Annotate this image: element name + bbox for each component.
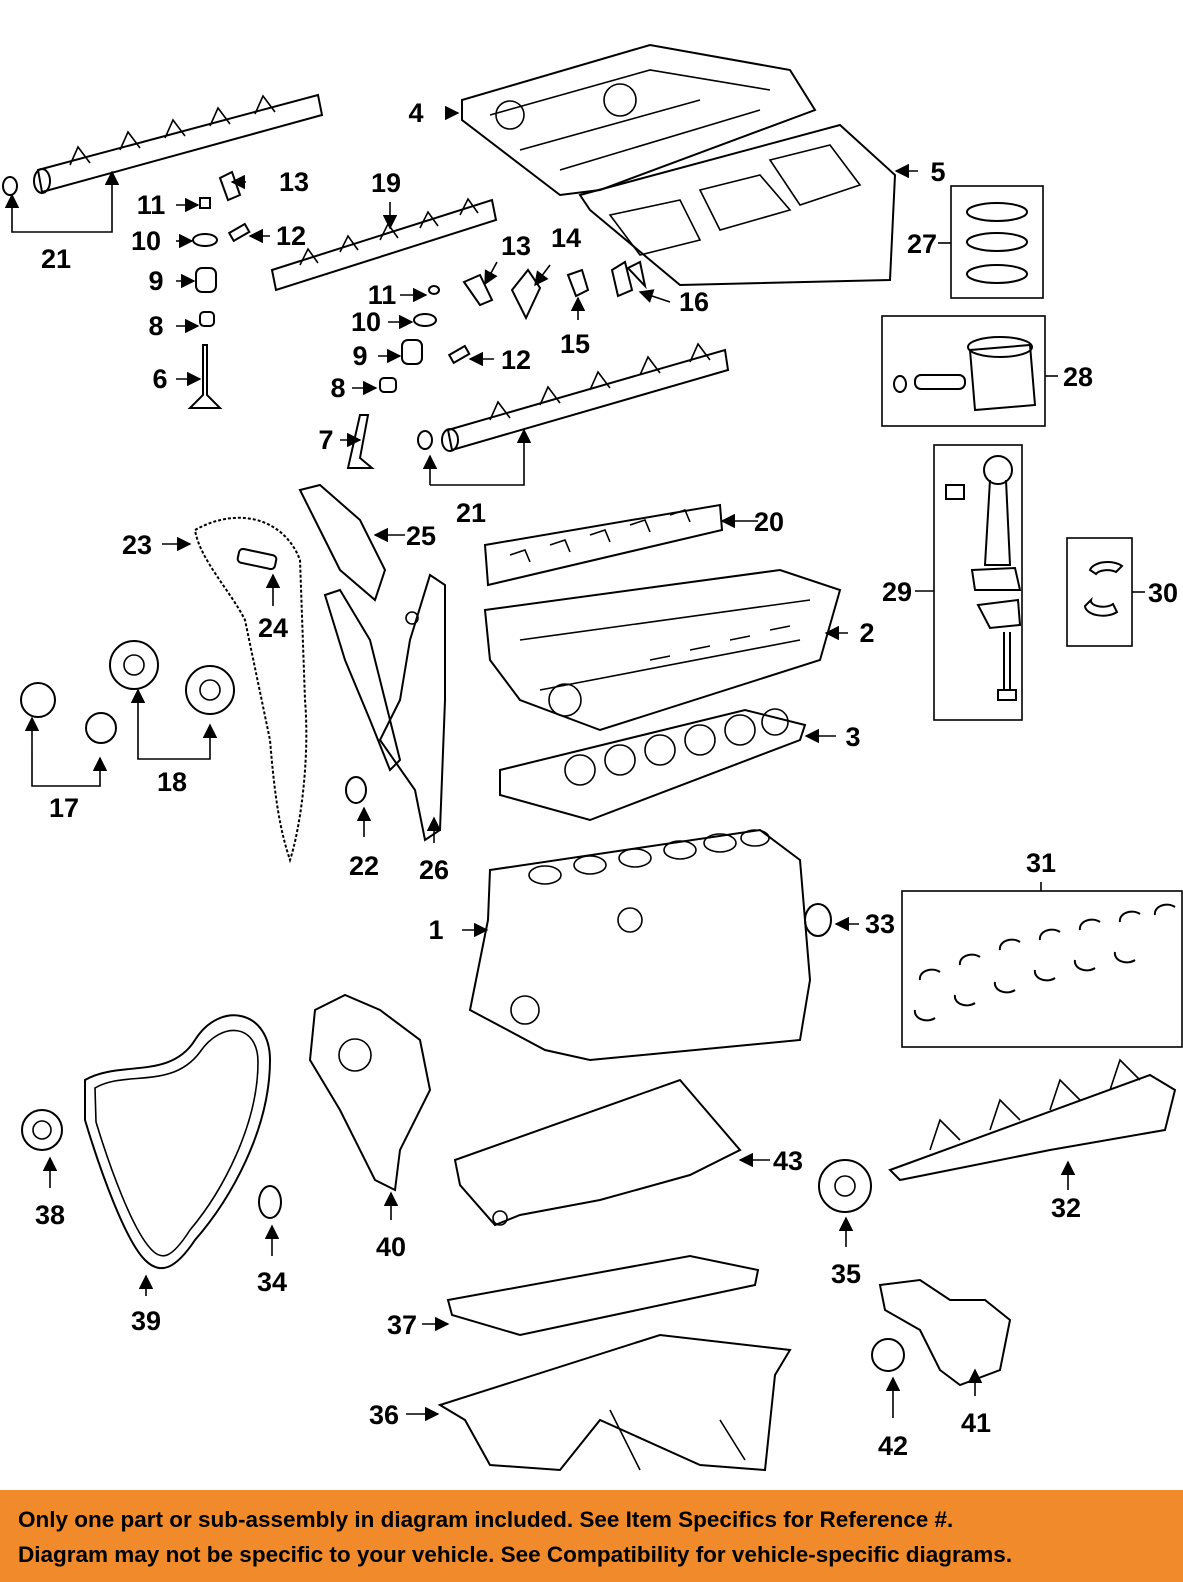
vanos-sprockets (20, 640, 235, 744)
main-bearings-set (901, 890, 1183, 1048)
callout-28: 28 (1063, 362, 1093, 392)
piston-rings (950, 185, 1044, 299)
callout-19: 19 (371, 168, 401, 198)
callout-43: 43 (773, 1146, 803, 1176)
callout-30: 30 (1148, 578, 1178, 608)
callout-27: 27 (907, 229, 937, 259)
callout-23: 23 (122, 530, 152, 560)
callout-41: 41 (961, 1408, 991, 1438)
disclaimer-banner: Only one part or sub-assembly in diagram… (0, 1490, 1183, 1582)
callout-12b: 12 (501, 345, 531, 375)
valve-cover-gasket (578, 123, 897, 287)
callout-17: 17 (49, 793, 79, 823)
camshaft-lower (417, 342, 730, 452)
callout-25: 25 (406, 521, 436, 551)
callout-21b: 21 (456, 498, 486, 528)
front-seal (258, 1185, 282, 1219)
callout-18: 18 (157, 767, 187, 797)
callout-15: 15 (560, 329, 590, 359)
callout-33: 33 (865, 909, 895, 939)
callout-5: 5 (930, 157, 945, 187)
timing-chain (193, 516, 308, 864)
callout-12a: 12 (276, 221, 306, 251)
callout-20: 20 (754, 507, 784, 537)
callout-4: 4 (408, 98, 423, 128)
callout-11b: 11 (368, 280, 397, 310)
oil-pan-upper (453, 1078, 742, 1227)
callout-36: 36 (369, 1400, 399, 1430)
bolt (236, 547, 278, 571)
oil-seal (345, 776, 367, 804)
drive-belt (84, 1014, 272, 1270)
disclaimer-line-1: Only one part or sub-assembly in diagram… (18, 1507, 954, 1532)
callout-10a: 10 (131, 226, 161, 256)
engine-parts-diagram: 1 2 3 4 5 6 7 8 8 9 9 10 10 11 11 12 12 … (2, 43, 1183, 1472)
chain-guide (298, 483, 387, 602)
rod-bearings (1066, 537, 1133, 647)
callout-9b: 9 (352, 341, 367, 371)
callout-34: 34 (257, 1267, 287, 1297)
callout-31: 31 (1026, 848, 1056, 878)
camshaft-top-left (2, 93, 324, 196)
oil-pan (437, 1333, 792, 1472)
piston (881, 315, 1046, 427)
oil-pump (871, 1278, 1012, 1387)
callout-1: 1 (428, 915, 443, 945)
callout-8a: 8 (148, 311, 163, 341)
tensioner-rail (323, 573, 446, 842)
callout-26: 26 (419, 855, 449, 885)
vibration-damper (818, 1159, 872, 1213)
callout-14: 14 (551, 223, 581, 253)
crankshaft (888, 1058, 1177, 1182)
callout-37: 37 (387, 1310, 417, 1340)
callout-7: 7 (318, 425, 333, 455)
callout-13a: 13 (279, 167, 309, 197)
connecting-rod (933, 444, 1023, 721)
idler-pulley (21, 1109, 63, 1151)
callout-40: 40 (376, 1232, 406, 1262)
head-gasket (499, 708, 807, 822)
callout-16: 16 (679, 287, 709, 317)
callout-21a: 21 (41, 244, 71, 274)
callout-6: 6 (152, 364, 167, 394)
callout-labels: 1 2 3 4 5 6 7 8 8 9 9 10 10 11 11 12 12 … (35, 98, 1178, 1461)
callout-35: 35 (831, 1259, 861, 1289)
callout-2: 2 (859, 618, 874, 648)
callout-24: 24 (258, 613, 288, 643)
cam-bearing-ladder (483, 503, 724, 587)
callout-8b: 8 (330, 373, 345, 403)
rear-main-seal (804, 903, 832, 937)
valve-cover (461, 43, 817, 197)
timing-cover (308, 993, 432, 1192)
oil-pan-gasket (446, 1254, 760, 1337)
callout-10b: 10 (351, 307, 381, 337)
callout-3: 3 (845, 722, 860, 752)
callout-38: 38 (35, 1200, 65, 1230)
disclaimer-line-2: Diagram may not be specific to your vehi… (18, 1542, 1013, 1567)
leader-lines (4, 105, 1145, 1422)
engine-block (468, 828, 812, 1062)
callout-11a: 11 (137, 190, 166, 220)
valve-train-small-parts (187, 170, 647, 469)
callout-29: 29 (882, 577, 912, 607)
cylinder-head (483, 568, 842, 732)
callout-9a: 9 (148, 266, 163, 296)
callout-32: 32 (1051, 1193, 1081, 1223)
callout-22: 22 (349, 851, 379, 881)
callout-39: 39 (131, 1306, 161, 1336)
callout-13b: 13 (501, 231, 531, 261)
callout-42: 42 (878, 1431, 908, 1461)
